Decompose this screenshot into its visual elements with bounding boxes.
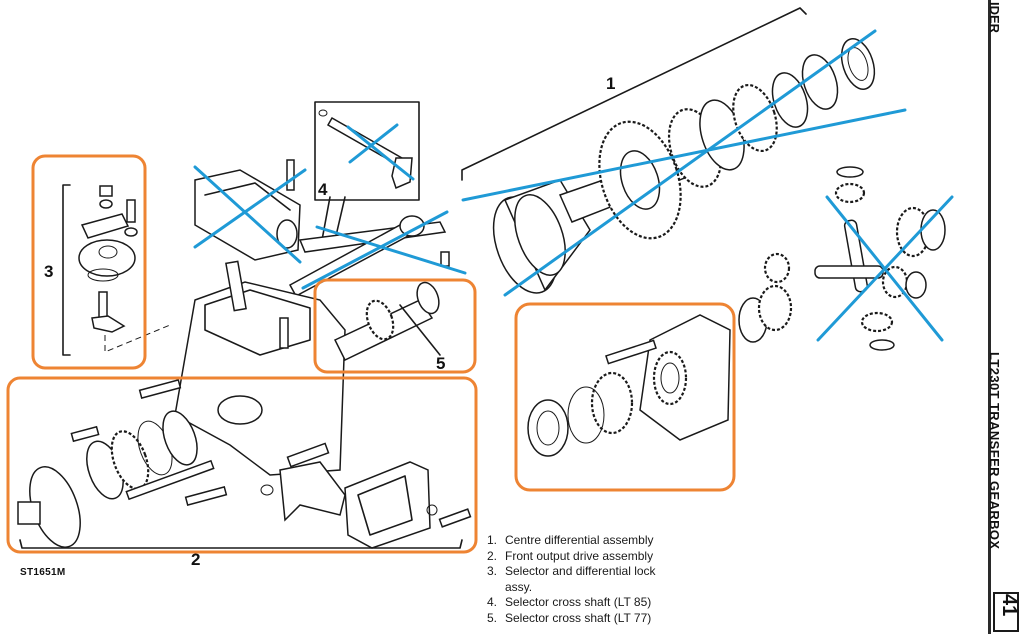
lever-plate	[80, 213, 130, 239]
highlight-box-diff-case	[514, 302, 736, 492]
assembly-line-3	[104, 324, 171, 353]
fork-spring	[286, 442, 330, 468]
pinion-washer-right	[905, 271, 927, 299]
bearing-2	[801, 54, 839, 110]
callout-2: 2	[191, 550, 201, 569]
section-number: 41	[998, 594, 1020, 617]
legend-item: 4.Selector cross shaft (LT 85)	[487, 595, 652, 609]
side-gear-left	[757, 284, 793, 332]
cover-washer	[426, 504, 438, 516]
pointer-5	[399, 304, 441, 356]
bearing-race	[162, 410, 198, 466]
nut	[99, 185, 113, 197]
strike-cover-b	[193, 168, 307, 249]
front-output-drive-assembly	[17, 260, 472, 549]
parts-legend: 1.Centre differential assembly 2.Front o…	[487, 533, 656, 626]
callout-1: 1	[606, 74, 616, 93]
bracket-2	[19, 539, 463, 549]
thrust-washer-top	[836, 166, 864, 178]
side-header: IDER	[987, 2, 1002, 34]
o-ring	[87, 268, 119, 282]
selector-finger	[225, 260, 247, 312]
screw-washer	[124, 227, 138, 237]
selector-cross-shaft-lt85	[288, 101, 450, 298]
cover-plate-inner	[357, 475, 413, 536]
figure-code: ST1651M	[20, 567, 66, 578]
pinion-bottom	[860, 311, 894, 333]
inset-lever	[391, 157, 413, 190]
lt77-end-spline	[416, 281, 440, 315]
bracket-3	[62, 184, 71, 356]
cover-plate	[344, 461, 431, 549]
detent-plunger	[279, 317, 289, 349]
section-number-box	[993, 592, 1019, 632]
circlip	[567, 386, 605, 444]
casing-bolt	[138, 379, 182, 399]
selector-cross-shaft-lt77	[333, 281, 441, 361]
washer	[99, 199, 113, 209]
strike-cover-a	[193, 165, 302, 264]
bolt-left	[70, 425, 100, 443]
highlight-box-3	[31, 154, 147, 370]
cover-bolt	[286, 159, 295, 191]
spindle	[98, 291, 108, 319]
legend-item: 5.Selector cross shaft (LT 77)	[487, 610, 652, 625]
legend-item: 2.Front output drive assembly	[487, 548, 654, 563]
case-bolt	[605, 339, 657, 365]
callout-4: 4	[318, 180, 328, 199]
pinion-left	[763, 252, 791, 284]
strike-train-b	[503, 29, 877, 297]
legend-item: 1.Centre differential assembly	[487, 533, 654, 547]
cover-bolt	[438, 508, 472, 528]
casing-bore	[217, 395, 263, 425]
strike-shaft-a	[315, 225, 467, 275]
fork-circlip	[260, 484, 274, 496]
end-seal	[840, 38, 876, 90]
housing-plate-bore	[98, 245, 118, 259]
chapter-title: LT230T TRANSFER GEARBOX	[987, 352, 1002, 550]
side-rule	[988, 0, 991, 634]
thrust-washer-bottom	[869, 339, 895, 351]
centre-differential-gear-train	[461, 7, 876, 294]
strike-inset-a	[346, 125, 415, 181]
strike-pinions-b	[816, 195, 954, 342]
callout-3: 3	[44, 262, 54, 281]
splined-hub	[652, 350, 688, 406]
selector-fork	[279, 461, 346, 522]
highlight-box-2	[6, 376, 478, 554]
shaft-yoke	[399, 215, 425, 237]
spindle-foot	[91, 315, 126, 333]
casing-top-face	[204, 289, 311, 356]
strike-shaft-b	[301, 210, 449, 290]
cross-shaft-vertical	[843, 219, 869, 293]
legend-item: 3.Selector and differential lock	[487, 564, 656, 578]
inset-frame-4	[314, 101, 420, 201]
diff-case-face	[514, 194, 566, 276]
inset-pin	[318, 109, 328, 117]
diff-case-rear-assembly	[527, 314, 731, 457]
differential-pinion-set	[738, 166, 946, 351]
bracket-1	[461, 7, 807, 181]
highlight-box-5	[313, 278, 477, 374]
lt77-spline	[365, 299, 395, 341]
legend-item-continuation: assy.	[505, 579, 533, 594]
flange-nut	[17, 501, 41, 525]
output-shaft	[125, 459, 215, 501]
bearing-ring	[590, 371, 634, 435]
strike-inset-b	[348, 123, 399, 164]
dog-clutch	[527, 399, 569, 457]
strike-train-a	[461, 108, 907, 202]
screw	[126, 199, 136, 223]
callout-5: 5	[436, 354, 446, 373]
pinion-top	[834, 182, 866, 204]
selector-diff-lock-assy	[62, 184, 171, 356]
dog-clutch-bore	[536, 410, 560, 446]
splined-hub-bore	[660, 362, 680, 394]
bolt-mid	[184, 486, 228, 506]
strike-marks	[193, 29, 954, 342]
cover-boss	[276, 219, 298, 249]
spring	[440, 251, 450, 267]
cross-shaft-horizontal	[814, 265, 884, 279]
